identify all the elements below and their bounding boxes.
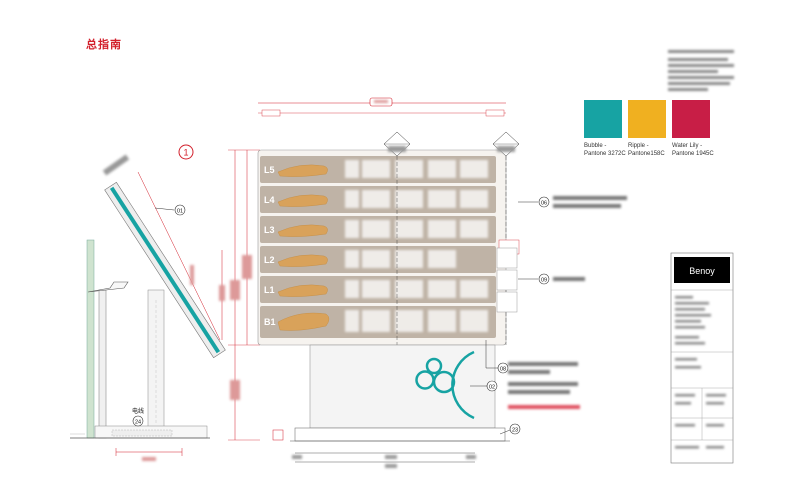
- side-annotation-blur: [102, 154, 130, 176]
- swatch-bubble: [584, 100, 622, 138]
- callout-23: 23: [512, 428, 518, 434]
- side-view-number: 1: [183, 148, 188, 158]
- brand-logo-rings: [415, 350, 475, 420]
- tilted-panel: [104, 181, 226, 359]
- floor-label: L5: [264, 165, 275, 175]
- swatch-water-lily: [672, 100, 710, 138]
- swatch-ripple: [628, 100, 666, 138]
- swatch-label-water-lily: Water Lily -Pantone 1945C: [672, 143, 714, 157]
- notes-block: [668, 50, 734, 91]
- floor-labels: L5 L4 L3 L2 L1 B1: [264, 165, 276, 327]
- title-block: Benoy: [670, 252, 734, 464]
- floor-label: B1: [264, 317, 276, 327]
- floor-label: L3: [264, 225, 275, 235]
- floor-maps: [277, 164, 330, 331]
- directory-text: [345, 160, 488, 332]
- callout-24: 24: [135, 420, 141, 426]
- benoy-logo: Benoy: [689, 266, 715, 276]
- side-view: 1 24 电线: [70, 144, 226, 461]
- cable-label: 电线: [132, 407, 144, 415]
- swatch-label-bubble: Bubble -Pantone 3272C: [584, 143, 626, 157]
- callout-08: 08: [500, 367, 506, 373]
- page-title: 总指南: [86, 39, 122, 51]
- front-elevation: 06 09 08 02 23: [228, 97, 627, 468]
- callout-06: 06: [541, 201, 547, 207]
- swatch-label-ripple: Ripple -Pantone158C: [628, 143, 665, 157]
- floor-label: L4: [264, 195, 275, 205]
- floor-label: L2: [264, 255, 275, 265]
- callout-01: 01: [177, 209, 183, 215]
- callout-09: 09: [541, 278, 547, 284]
- callout-02: 02: [489, 385, 495, 391]
- side-view-number-circle: [178, 144, 194, 160]
- floor-label: L1: [264, 285, 275, 295]
- panel-dim-label: [190, 265, 194, 285]
